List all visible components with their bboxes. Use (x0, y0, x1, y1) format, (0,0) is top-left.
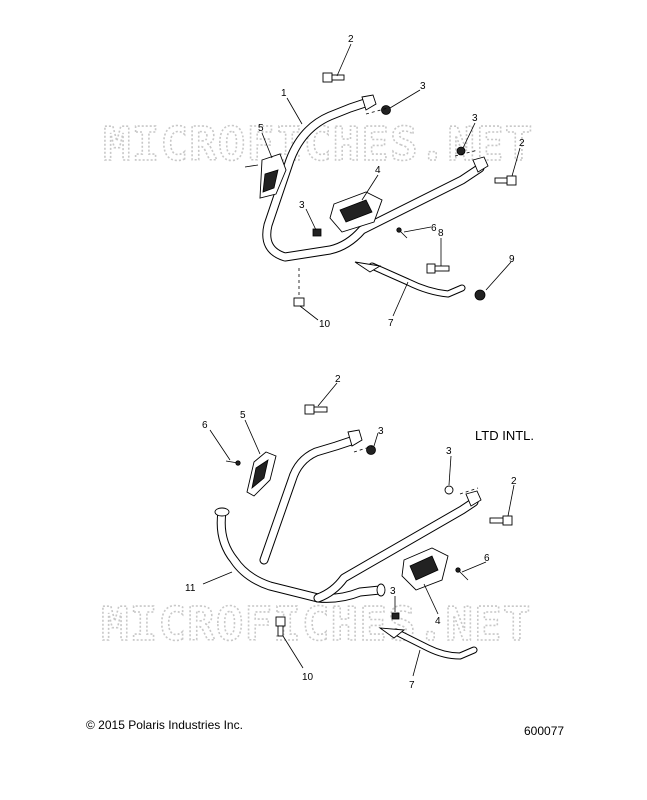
screw-bottom-right (455, 567, 469, 581)
callout-top-9: 9 (509, 254, 515, 265)
bumper-tube-top (262, 94, 489, 262)
callout-top-1: 1 (281, 88, 287, 99)
callout-bottom-11: 11 (185, 583, 196, 594)
callout-top-3b: 3 (472, 113, 478, 124)
callout-bottom-5: 5 (240, 410, 246, 421)
callout-bottom-4: 4 (435, 616, 441, 627)
top-assembly: 2 1 3 5 3 2 4 3 6 8 9 10 7 (244, 34, 525, 330)
bottom-assembly: 2 5 3 6 3 2 11 6 3 4 10 7 (185, 374, 517, 691)
callout-bottom-6a: 6 (202, 420, 208, 431)
bumper-tube-bottom (214, 429, 482, 603)
callout-top-6: 6 (431, 223, 437, 234)
callout-bottom-2a: 2 (335, 374, 341, 385)
callout-top-3a: 3 (420, 81, 426, 92)
bracket-bottom (246, 451, 277, 497)
pad-bottom (401, 547, 449, 591)
bolt-bottom-right (489, 515, 513, 526)
pad-top (329, 191, 383, 233)
screw-top (396, 227, 408, 239)
callout-top-5: 5 (258, 123, 264, 134)
callout-bottom-3b: 3 (446, 446, 452, 457)
callout-top-2b: 2 (519, 138, 525, 149)
screw-bottom-left (225, 460, 241, 466)
bolt-top-right (494, 175, 517, 186)
bolt-top-8 (426, 263, 450, 274)
variant-label: LTD INTL. (475, 428, 534, 443)
skid-bottom (378, 627, 478, 660)
part-number: 600077 (524, 724, 565, 738)
nut-top-2 (456, 146, 466, 156)
nut-top-1 (381, 105, 391, 115)
nut-bottom-3 (391, 612, 400, 620)
callout-bottom-10: 10 (302, 672, 314, 683)
bracket-top (244, 153, 287, 199)
callout-top-8: 8 (438, 228, 444, 239)
bolt-top-left (322, 72, 345, 83)
bolt-bottom-10 (275, 616, 286, 637)
bolt-top-10 (293, 268, 305, 307)
callout-top-2a: 2 (348, 34, 354, 45)
nut-top-3 (312, 228, 322, 237)
callout-bottom-7: 7 (409, 680, 415, 691)
watermark-bottom: MICROFICHES.NET (101, 597, 531, 651)
callout-bottom-2b: 2 (511, 476, 517, 487)
callout-bottom-3c: 3 (390, 586, 396, 597)
callout-top-10: 10 (319, 319, 331, 330)
copyright-text: © 2015 Polaris Industries Inc. (86, 718, 243, 732)
nut-top-9 (474, 289, 486, 301)
callout-top-7: 7 (388, 318, 394, 329)
nut-bottom-1 (366, 445, 376, 455)
callout-top-3c: 3 (299, 200, 305, 211)
callout-bottom-6b: 6 (484, 553, 490, 564)
bolt-bottom-left (304, 404, 328, 415)
callout-bottom-3a: 3 (378, 426, 384, 437)
callout-top-4: 4 (375, 165, 381, 176)
nut-bottom-2 (444, 485, 454, 495)
